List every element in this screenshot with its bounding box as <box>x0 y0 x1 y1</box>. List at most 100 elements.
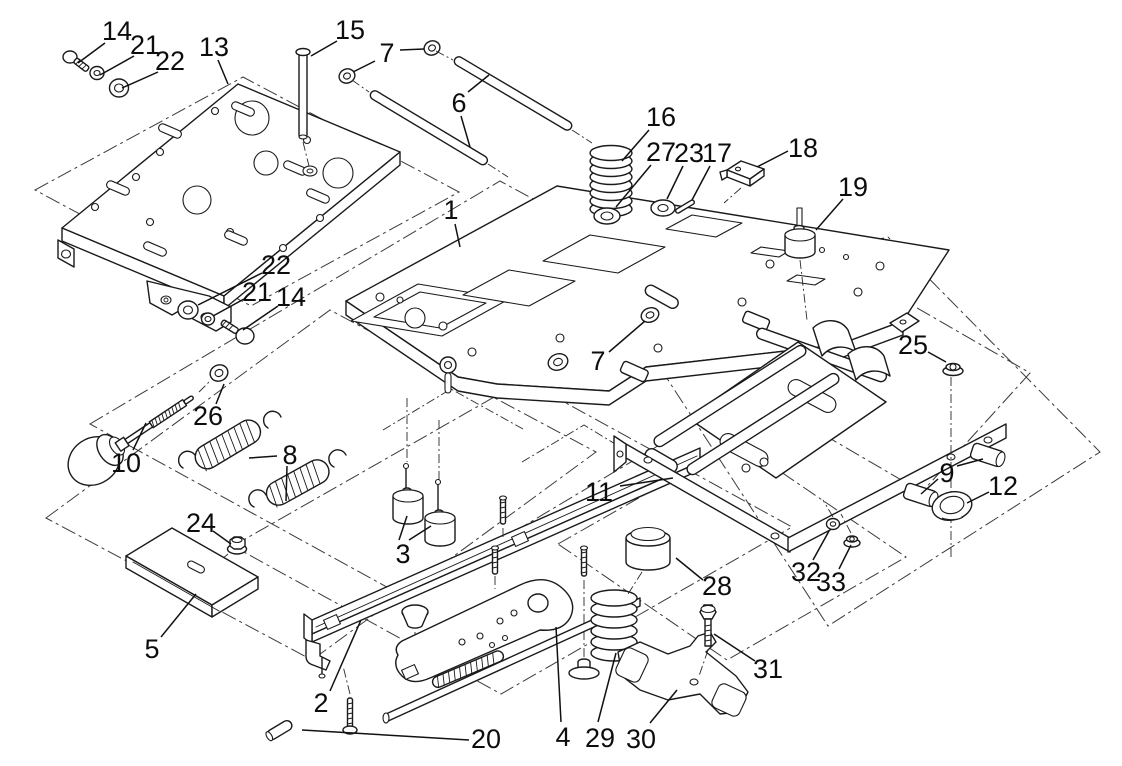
leader-line-33 <box>838 544 852 570</box>
leader-line-27 <box>615 164 652 208</box>
part-29-spring <box>590 589 638 662</box>
callout-3: 3 <box>395 539 410 569</box>
callout-7: 7 <box>379 38 394 68</box>
callout-4: 4 <box>555 722 570 752</box>
part-26-washer <box>209 364 229 382</box>
leader-line-22 <box>197 272 263 306</box>
leader-line-4 <box>555 626 562 723</box>
part-14-bolt-mid <box>220 319 255 345</box>
callout-15: 15 <box>335 15 365 45</box>
leader-line-23 <box>666 165 684 200</box>
callout-10: 10 <box>111 448 141 478</box>
part-20-roll-pin <box>265 719 293 742</box>
part-30-latch-lever <box>615 631 749 717</box>
part-25-flange-nut <box>942 362 964 560</box>
part-28-cap <box>625 526 671 595</box>
callout-14: 14 <box>276 282 306 312</box>
part-21-washer-mid <box>200 312 216 326</box>
callout-27: 27 <box>646 137 676 167</box>
leader-line-7 <box>608 320 646 353</box>
callout-28: 28 <box>702 571 732 601</box>
callout-18: 18 <box>788 133 818 163</box>
callout-11: 11 <box>585 477 613 507</box>
callout-14: 14 <box>102 16 132 46</box>
part-2-slide-rail <box>303 447 701 679</box>
part-23-washer <box>650 199 676 217</box>
callout-1: 1 <box>443 195 458 225</box>
leader-line-15 <box>310 40 338 57</box>
leader-line-16 <box>621 129 650 162</box>
leader-line-31 <box>713 633 756 662</box>
callout-25: 25 <box>898 330 928 360</box>
leader-line-6 <box>460 115 471 148</box>
callout-31: 31 <box>753 654 783 684</box>
callout-23: 23 <box>674 138 704 168</box>
part-32-washer <box>822 499 841 531</box>
leader-line-25 <box>927 351 947 363</box>
part-10-adjust-knob <box>67 380 211 487</box>
part-19-bumper <box>784 207 816 321</box>
callout-6: 6 <box>451 88 466 118</box>
callout-19: 19 <box>838 172 868 202</box>
part-18-latch-bracket <box>719 160 765 204</box>
leader-line-30 <box>649 689 678 724</box>
part-14-bolt <box>62 50 90 72</box>
leader-line-9 <box>956 458 984 467</box>
part-3-bumpers <box>392 398 456 547</box>
part-11-frame <box>613 284 1007 553</box>
leader-line-2 <box>329 619 362 692</box>
leader-line-21 <box>99 55 135 76</box>
part-22-flat-washer <box>108 78 130 98</box>
callout-24: 24 <box>186 508 216 538</box>
part-9-bushings <box>902 442 1006 508</box>
callout-13: 13 <box>199 32 229 62</box>
callout-5: 5 <box>144 634 159 664</box>
part-27-washer <box>593 207 621 225</box>
part-31-bolt <box>698 604 717 677</box>
leader-line-7 <box>352 60 376 73</box>
callout-22: 22 <box>261 250 291 280</box>
part-6-rods <box>351 50 593 178</box>
leader-line-22 <box>121 71 159 89</box>
callout-26: 26 <box>193 401 223 431</box>
part-4-latch-assembly <box>382 579 641 724</box>
callout-2: 2 <box>313 688 328 718</box>
leader-line-3 <box>398 515 408 541</box>
leader-line-29 <box>597 652 617 723</box>
callout-22: 22 <box>155 46 185 76</box>
leader-line-18 <box>756 150 789 168</box>
leader-line-21 <box>212 298 245 317</box>
part-16-compression-spring <box>589 144 633 218</box>
part-7-washer <box>338 40 441 84</box>
leader-line-7 <box>399 48 425 51</box>
callout-9: 9 <box>939 458 954 488</box>
part-22-washer-mid <box>177 300 199 320</box>
leader-line-14 <box>77 42 106 64</box>
callout-30: 30 <box>626 724 656 754</box>
leader-line-8 <box>285 465 288 502</box>
leader-line-1 <box>454 223 461 248</box>
leader-line-17 <box>691 165 711 201</box>
leader-line-9 <box>920 478 939 495</box>
part-7-washer-mid <box>547 307 660 371</box>
leader-line-6 <box>467 74 490 93</box>
leader-line-8 <box>248 455 278 459</box>
leader-line-3 <box>408 525 432 541</box>
part-24-flange-nut <box>207 536 248 572</box>
part-15-pin <box>295 47 311 167</box>
callout-8: 8 <box>282 440 297 470</box>
leader-line-26 <box>215 383 225 405</box>
leader-line-12 <box>966 491 990 504</box>
leader-line-14 <box>242 305 279 331</box>
callout-12: 12 <box>988 471 1018 501</box>
leader-line-20 <box>301 729 470 741</box>
leader-line-13 <box>217 59 229 85</box>
callout-7: 7 <box>590 346 605 376</box>
leader-line-24 <box>212 530 232 545</box>
part-33-nut <box>840 513 861 548</box>
callout-33: 33 <box>816 567 846 597</box>
leader-line-32 <box>812 530 830 561</box>
callout-32: 32 <box>791 557 821 587</box>
